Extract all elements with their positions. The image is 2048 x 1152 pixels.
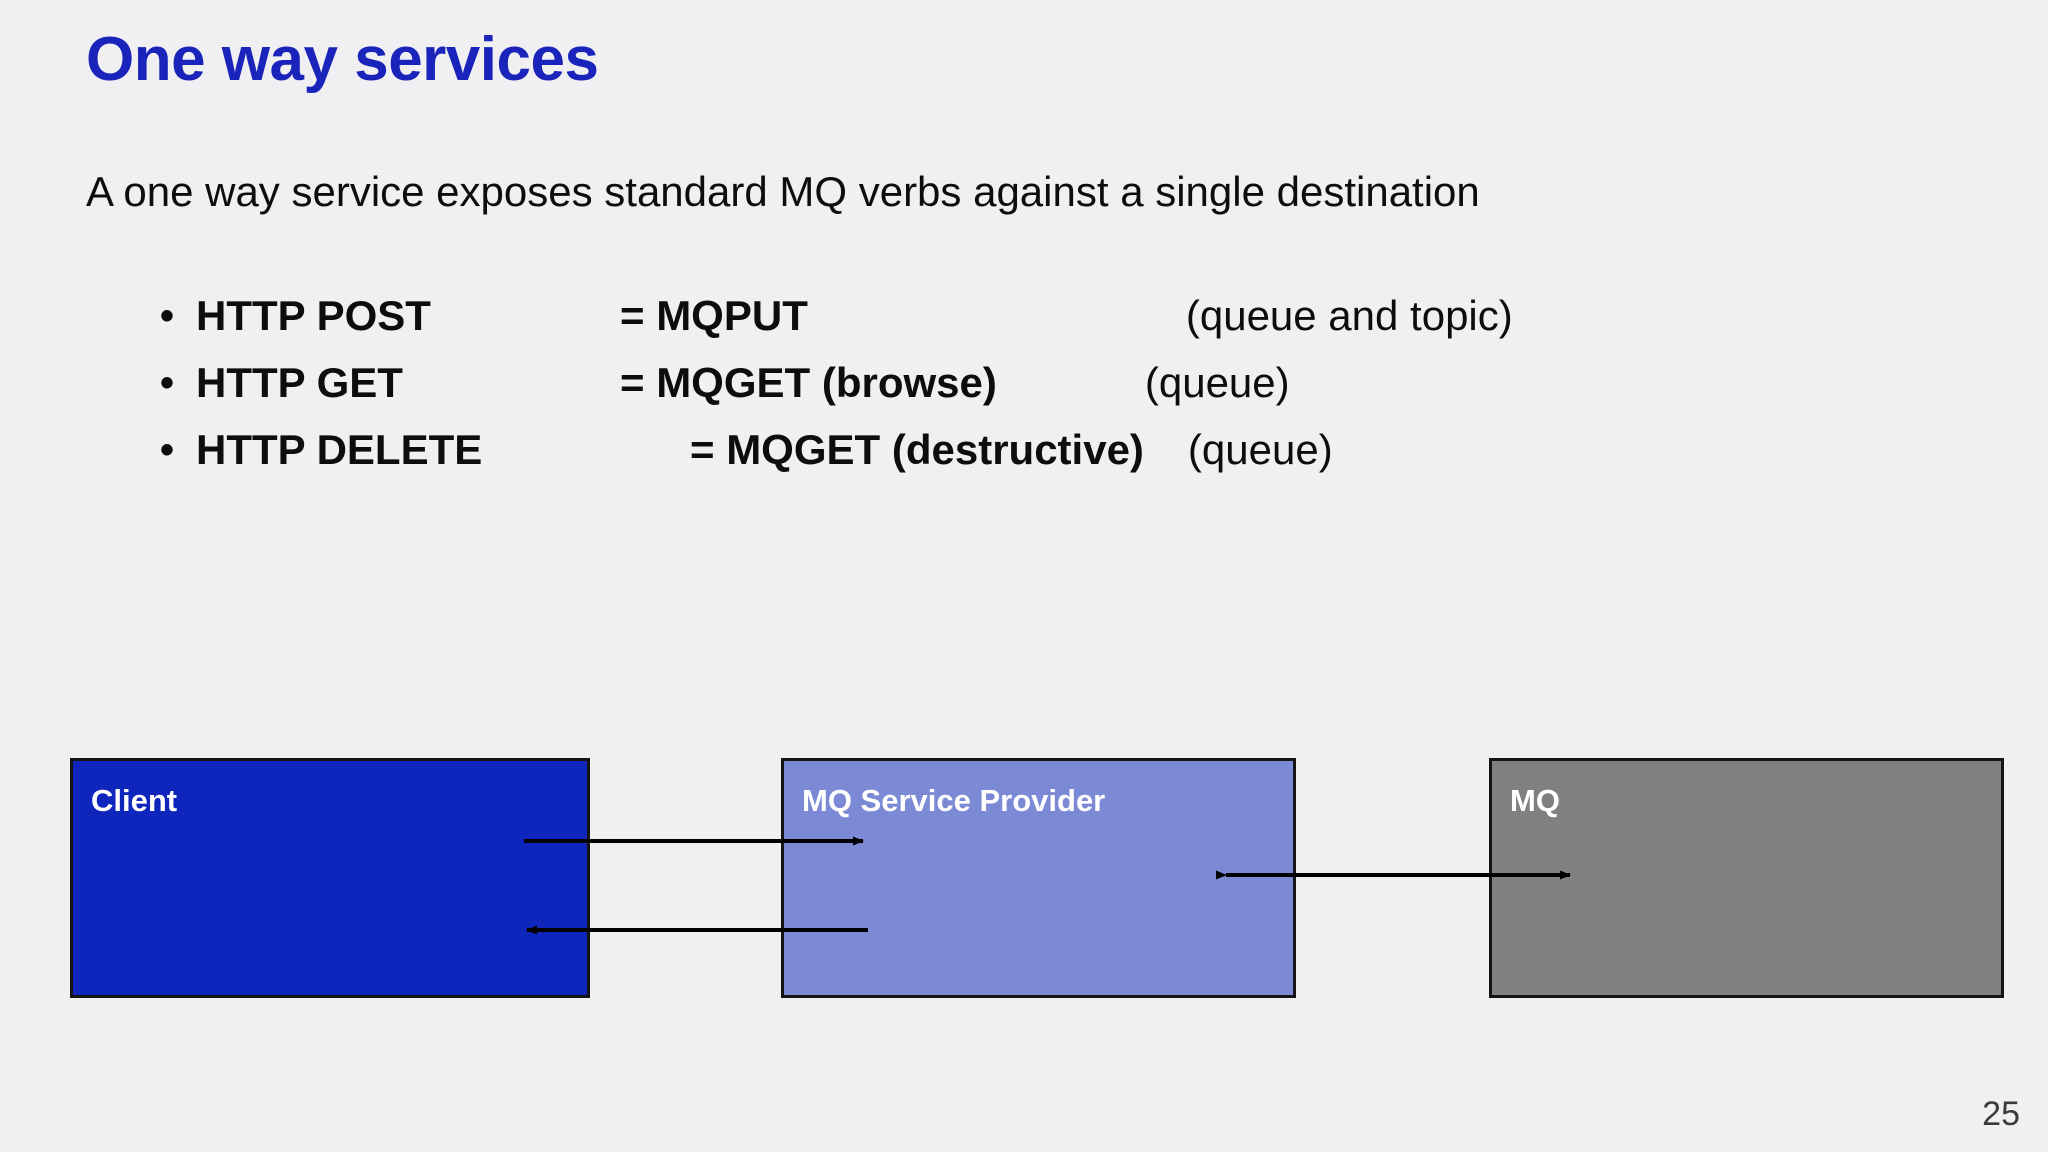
- diagram-node-client: Client: [70, 758, 590, 998]
- list-item: • HTTP POST = MQPUT (queue and topic): [160, 288, 1860, 355]
- page-title: One way services: [86, 25, 599, 94]
- lead-paragraph: A one way service exposes standard MQ ve…: [86, 168, 1480, 215]
- bullet-scope-note: (queue): [1187, 426, 1333, 473]
- architecture-diagram: Client MQ Service Provider MQ: [0, 740, 2048, 1040]
- bullet-scope-note: (queue): [1144, 359, 1290, 406]
- diagram-node-label: Client: [91, 783, 178, 818]
- bullet-dot-icon: •: [160, 294, 175, 338]
- bullet-mq-equivalent: = MQPUT: [620, 292, 808, 339]
- bullet-mq-equivalent: = MQGET (destructive): [690, 426, 1144, 473]
- bullet-mq-equivalent: = MQGET (browse): [620, 359, 997, 406]
- bullet-http-verb: HTTP DELETE: [196, 426, 483, 473]
- diagram-node-label: MQ: [1510, 783, 1560, 818]
- list-item: • HTTP DELETE = MQGET (destructive) (que…: [160, 422, 1860, 489]
- bullet-dot-icon: •: [160, 428, 175, 472]
- diagram-node-mq-service-provider: MQ Service Provider: [781, 758, 1296, 998]
- bullet-scope-note: (queue and topic): [1185, 292, 1513, 339]
- bullet-list: • HTTP POST = MQPUT (queue and topic) • …: [160, 288, 1860, 489]
- list-item: • HTTP GET = MQGET (browse) (queue): [160, 355, 1860, 422]
- diagram-node-mq: MQ: [1489, 758, 2004, 998]
- diagram-node-label: MQ Service Provider: [802, 783, 1106, 818]
- page-number: 25: [1982, 1095, 2020, 1133]
- bullet-http-verb: HTTP GET: [196, 359, 403, 406]
- bullet-dot-icon: •: [160, 361, 175, 405]
- bullet-http-verb: HTTP POST: [196, 292, 431, 339]
